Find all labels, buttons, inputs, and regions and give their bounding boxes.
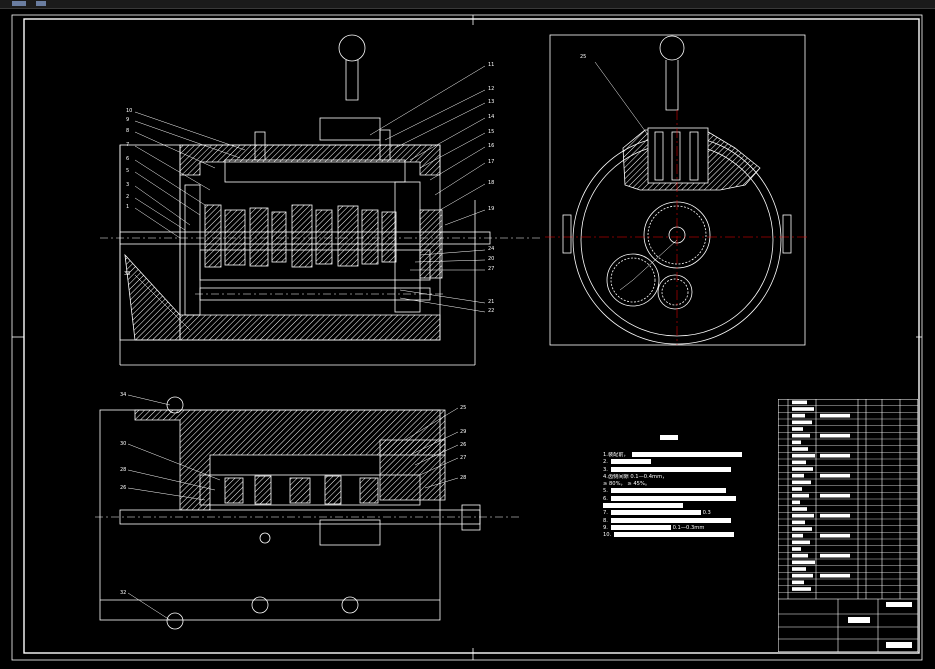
callout-label: 12 (488, 86, 494, 92)
app-icon[interactable] (12, 1, 26, 6)
callout-label: 16 (488, 143, 494, 149)
parts-list-cell-text (792, 520, 805, 525)
callout-label: 29 (460, 429, 466, 435)
parts-list-cell-text (792, 587, 811, 591)
parts-list-cell-text (792, 440, 801, 445)
front-callouts: 10 9 8 7 6 5 3 2 1 33 11 12 13 14 15 16 … (124, 62, 494, 314)
side-callouts: 25 (580, 54, 586, 60)
parts-list-cell-text (792, 453, 815, 458)
callout-label: 28 (460, 475, 466, 481)
parts-list-cell-text (792, 473, 804, 478)
note-line: 1.装配前， (603, 452, 753, 459)
parts-list-cell-text (792, 573, 813, 578)
callout-label: 9 (126, 117, 129, 123)
note-line: 2. (603, 459, 753, 466)
front-section-view (100, 34, 540, 366)
callout-label: 26 (460, 442, 466, 448)
callout-label: 26 (120, 485, 126, 491)
parts-list-cell-text (792, 493, 809, 498)
callout-label: 28 (120, 467, 126, 473)
callout-label: 17 (488, 159, 494, 165)
callout-label: 27 (488, 266, 494, 272)
parts-list-cell-text (792, 547, 801, 551)
parts-list-cell-text (792, 447, 808, 451)
side-view (545, 34, 810, 346)
note-line: 7. 0.3 (603, 510, 711, 517)
note-line: 4.齿侧间隙 0.1—0.4mm， (603, 473, 668, 480)
parts-list-cell-text (792, 427, 803, 431)
callout-label: 34 (120, 392, 126, 398)
callout-label: 24 (488, 246, 494, 252)
parts-list-cell-text (820, 533, 850, 538)
parts-list-cell-text (792, 553, 808, 558)
callout-label: 27 (460, 455, 466, 461)
parts-list-cell-text (792, 487, 802, 491)
parts-list-cell-text (820, 433, 850, 438)
callout-label: 30 (120, 441, 126, 447)
parts-list-cell-text (792, 460, 806, 465)
callout-label: 1 (126, 204, 129, 210)
notes-title-block (660, 435, 678, 440)
parts-list-cell-text (792, 500, 800, 505)
note-line: 9. 0.1—0.3mm (603, 524, 705, 531)
note-line: 10. (603, 532, 753, 539)
parts-list-cell-text (792, 507, 807, 511)
callout-label: 22 (488, 308, 494, 314)
callout-label: 13 (488, 99, 494, 105)
note-line: 8. (603, 517, 753, 525)
callout-label: 11 (488, 62, 494, 68)
parts-list-cell-text (792, 560, 815, 565)
callout-label: 19 (488, 206, 494, 212)
parts-list-cell-text (820, 553, 850, 558)
parts-list-cell-text (792, 527, 812, 531)
note-line: 6. (603, 495, 753, 503)
callout-label: 15 (488, 129, 494, 135)
note-line: 5. (603, 488, 753, 495)
parts-list-cell-text (792, 420, 812, 425)
parts-list-cell-text (792, 467, 813, 471)
technical-notes: 1.装配前， 2. 3. 4.齿侧间隙 0.1—0.4mm， ≥ 80%， ≥ … (603, 435, 753, 540)
parts-list-cell-text (792, 533, 803, 538)
parts-list-cell-text (820, 573, 850, 578)
parts-list-cell-text (792, 433, 810, 438)
callout-label: 3 (126, 182, 129, 188)
parts-list-cell-text (792, 407, 814, 411)
window-toolbar (0, 0, 935, 9)
plan-section-view (95, 394, 520, 630)
parts-list-title-block (778, 399, 918, 652)
parts-list-cell-text (820, 493, 850, 498)
parts-list-cell-text (792, 567, 806, 571)
toolbar-icon[interactable] (36, 1, 46, 6)
plan-callouts: 34 30 28 26 32 25 29 26 27 28 (120, 392, 466, 596)
callout-label: 5 (126, 168, 129, 174)
parts-list-cell-text (792, 480, 811, 485)
parts-list-cell-text (820, 413, 850, 418)
callout-label: 18 (488, 180, 494, 186)
callout-label: 32 (120, 590, 126, 596)
note-line: 3. (603, 466, 753, 474)
callout-label: 14 (488, 114, 494, 120)
callout-label: 6 (126, 156, 129, 162)
parts-list-cell-text (792, 400, 807, 405)
parts-list-cell-text (820, 473, 850, 478)
callout-label: 2 (126, 194, 129, 200)
parts-list-cell-text (792, 513, 814, 518)
callout-label: 21 (488, 299, 494, 305)
note-line: ≥ 80%， ≥ 45%。 (603, 481, 651, 488)
callout-label: 20 (488, 256, 494, 262)
callout-label: 8 (126, 128, 129, 134)
parts-list-cell-text (792, 413, 805, 418)
note-line (603, 503, 753, 510)
parts-list-cell-text (820, 453, 850, 458)
drawing-frame (11, 14, 923, 661)
callout-label: 25 (580, 54, 586, 60)
parts-list-cell-text (792, 580, 804, 585)
callout-label: 25 (460, 405, 466, 411)
callout-label: 33 (124, 271, 130, 277)
parts-list-cell-text (820, 513, 850, 518)
parts-list-cell-text (792, 540, 810, 545)
callout-label: 10 (126, 108, 132, 114)
callout-label: 7 (126, 142, 129, 148)
